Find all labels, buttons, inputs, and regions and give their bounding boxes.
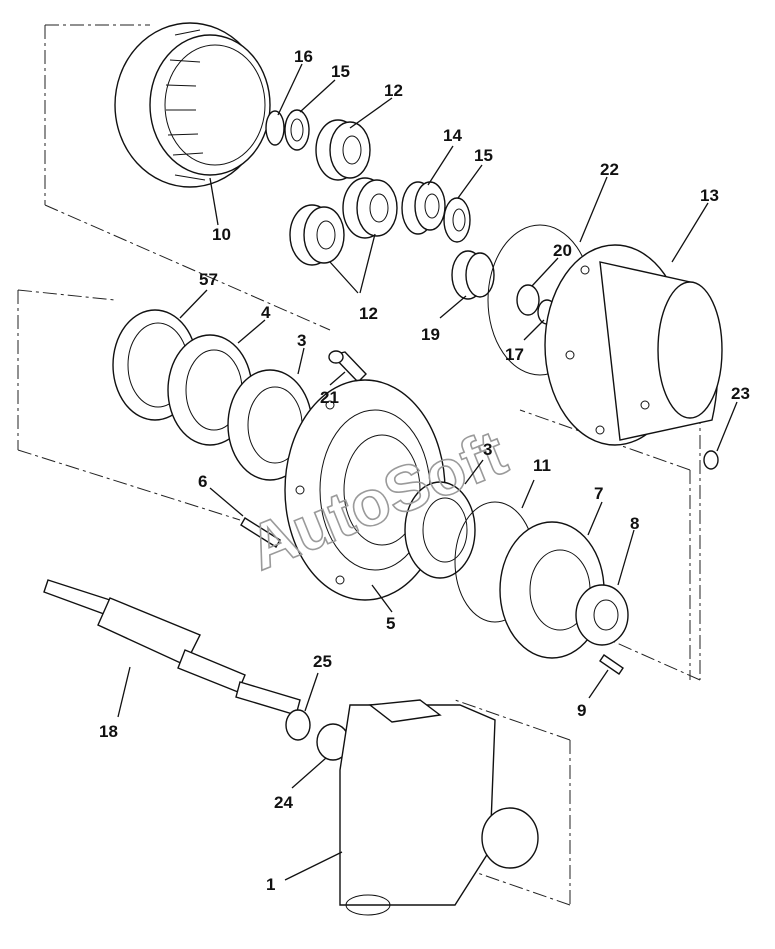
callout-3a: 3	[297, 331, 306, 350]
callout-10: 10	[212, 225, 231, 244]
callout-16: 16	[294, 47, 313, 66]
bolt-part	[328, 350, 367, 383]
callout-17: 17	[505, 345, 524, 364]
callout-9: 9	[577, 701, 586, 720]
callout-4: 4	[261, 303, 271, 322]
steering-knuckle-part	[339, 699, 539, 916]
callout-5: 5	[386, 614, 395, 633]
callout-8: 8	[630, 514, 639, 533]
callout-57: 57	[199, 270, 218, 289]
leader-lines	[117, 63, 738, 881]
sun-gear-part	[451, 250, 495, 300]
callout-11: 11	[533, 456, 551, 475]
plug-screw-part	[703, 450, 719, 470]
ring-gear-part	[114, 22, 271, 188]
needle-bearing-part	[401, 181, 446, 235]
callout-24: 24	[274, 793, 293, 812]
callout-1: 1	[266, 875, 275, 894]
hub-cover-part	[544, 244, 723, 446]
planet-gear-left-part	[289, 204, 345, 266]
callout-25: 25	[313, 652, 332, 671]
callout-13: 13	[700, 186, 719, 205]
planet-gear-right-part	[342, 177, 398, 239]
hub-bolt-part	[599, 654, 624, 675]
callout-12b: 12	[359, 304, 378, 323]
callout-14: 14	[443, 126, 462, 145]
stud-bolt-part	[240, 517, 281, 548]
callout-15a: 15	[331, 62, 350, 81]
taper-bearing-right-part	[404, 481, 476, 579]
thrust-washer-part	[443, 197, 471, 243]
callout-19: 19	[421, 325, 440, 344]
drive-shaft-part	[43, 579, 301, 716]
bushing-part	[285, 709, 311, 741]
planet-gear-top-part	[315, 119, 371, 181]
callout-3b: 3	[483, 440, 492, 459]
hub-part	[575, 584, 629, 646]
callout-6: 6	[198, 472, 207, 491]
callout-23: 23	[731, 384, 750, 403]
callout-18: 18	[99, 722, 118, 741]
callout-21: 21	[320, 388, 339, 407]
callout-15b: 15	[474, 146, 493, 165]
callout-12a: 12	[384, 81, 403, 100]
callout-20: 20	[553, 241, 572, 260]
callout-7: 7	[594, 484, 603, 503]
circlip-washer-part	[265, 109, 310, 151]
callout-labels: 1 3 3 4 5 6 7 8 9 10 11 12 12 13 14 15 1…	[99, 47, 750, 894]
callout-22: 22	[600, 160, 619, 179]
